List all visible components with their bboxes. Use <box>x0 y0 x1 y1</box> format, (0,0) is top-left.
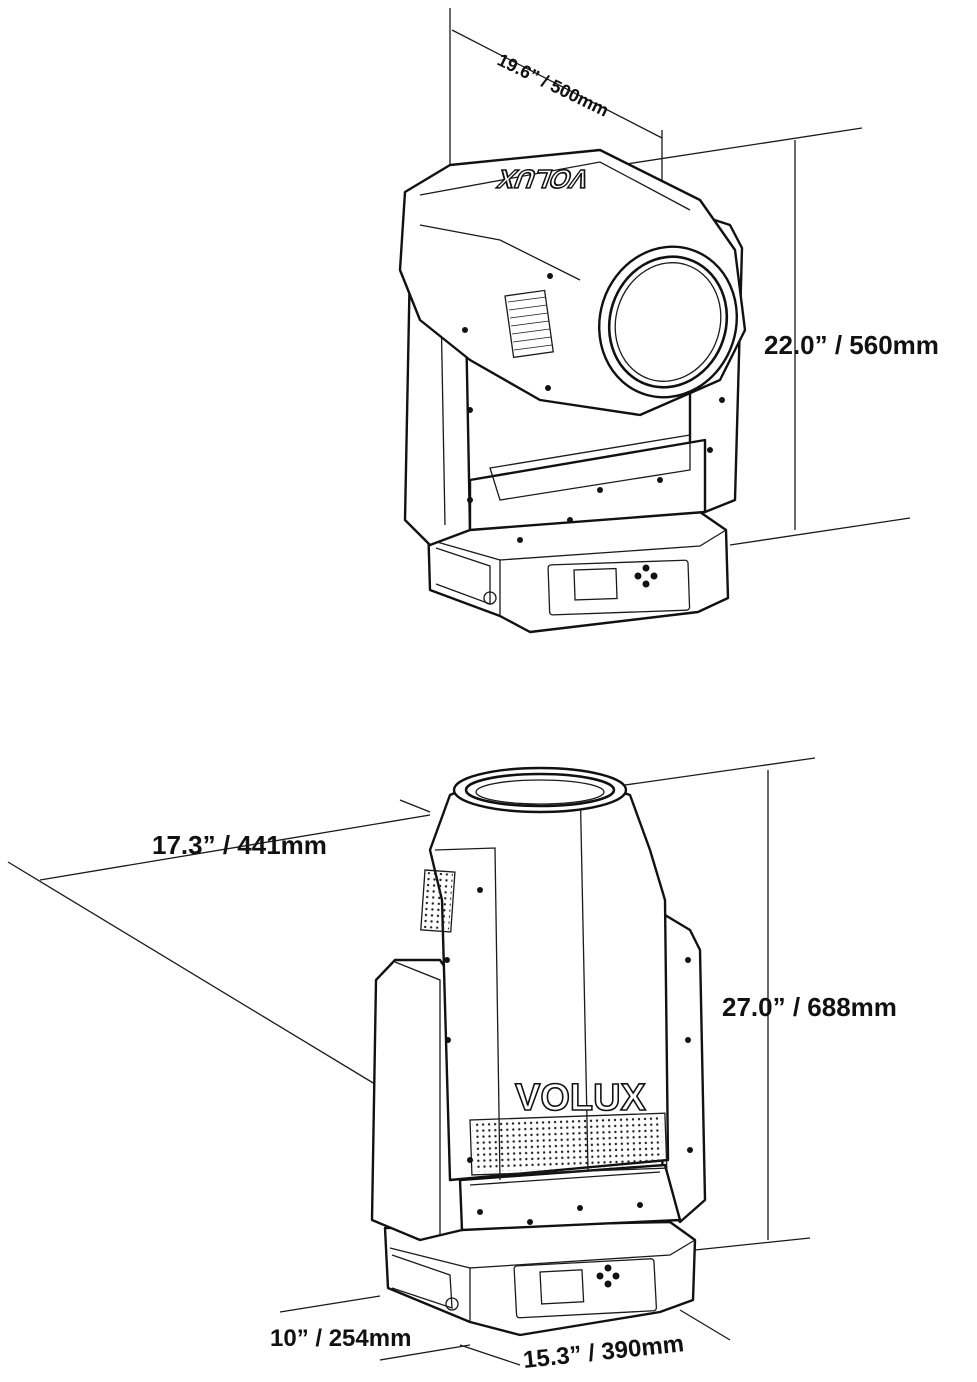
base-width-label: 15.3” / 390mm <box>522 1330 685 1374</box>
height-dimension-label: 22.0” / 560mm <box>764 330 939 360</box>
fixture-side-view: VOLUX 19.6” / 500mm 22.0” / 560mm <box>398 8 939 634</box>
width-dimension-label: 17.3” / 441mm <box>152 830 327 860</box>
height-dimension-label-front: 27.0” / 688mm <box>722 992 897 1022</box>
base-depth-label: 10” / 254mm <box>270 1325 411 1352</box>
brand-logo-top: VOLUX <box>493 164 593 193</box>
fixture-front-view: VOLUX 17.3” / 441mm 27.0” / 688mm 10” / … <box>7 757 897 1374</box>
depth-dimension-label: 19.6” / 500mm <box>494 50 612 121</box>
brand-logo-front: VOLUX <box>515 1077 647 1119</box>
